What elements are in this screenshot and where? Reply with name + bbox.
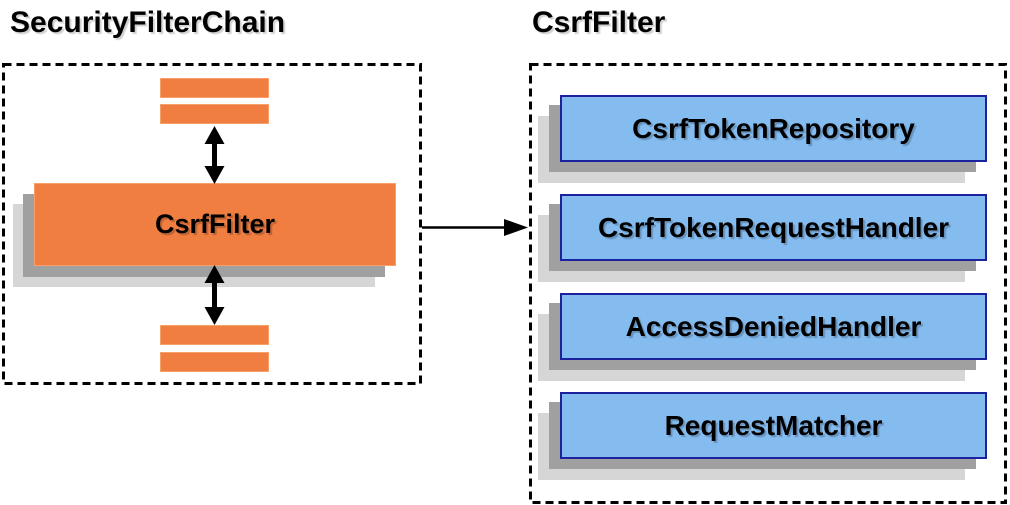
component-label-request-matcher: RequestMatcher (664, 409, 883, 441)
component-label-csrf-token-repository: CsrfTokenRepository (632, 112, 915, 144)
csrf-filter-box-label: CsrfFilter (154, 209, 276, 239)
filter-placeholder-bar-1 (160, 78, 269, 98)
security-filter-chain-title: SecurityFilterChain (10, 6, 286, 39)
component-label-csrf-token-request-handler: CsrfTokenRequestHandler (597, 211, 950, 243)
component-box-access-denied-handler: AccessDeniedHandler (560, 293, 987, 360)
component-box-csrf-token-request-handler: CsrfTokenRequestHandler (560, 194, 987, 261)
bidirectional-arrow-top (204, 126, 225, 184)
csrf-filter-box: CsrfFilter (34, 183, 396, 266)
filter-placeholder-bar-2 (160, 104, 269, 124)
component-label-access-denied-handler: AccessDeniedHandler (625, 310, 922, 342)
csrf-filter-title: CsrfFilter (532, 6, 666, 39)
component-box-request-matcher: RequestMatcher (560, 392, 987, 459)
csrf-filter-to-components-arrow (422, 219, 528, 236)
component-box-csrf-token-repository: CsrfTokenRepository (560, 95, 987, 162)
filter-placeholder-bar-3 (160, 325, 269, 345)
filter-placeholder-bar-4 (160, 352, 269, 372)
